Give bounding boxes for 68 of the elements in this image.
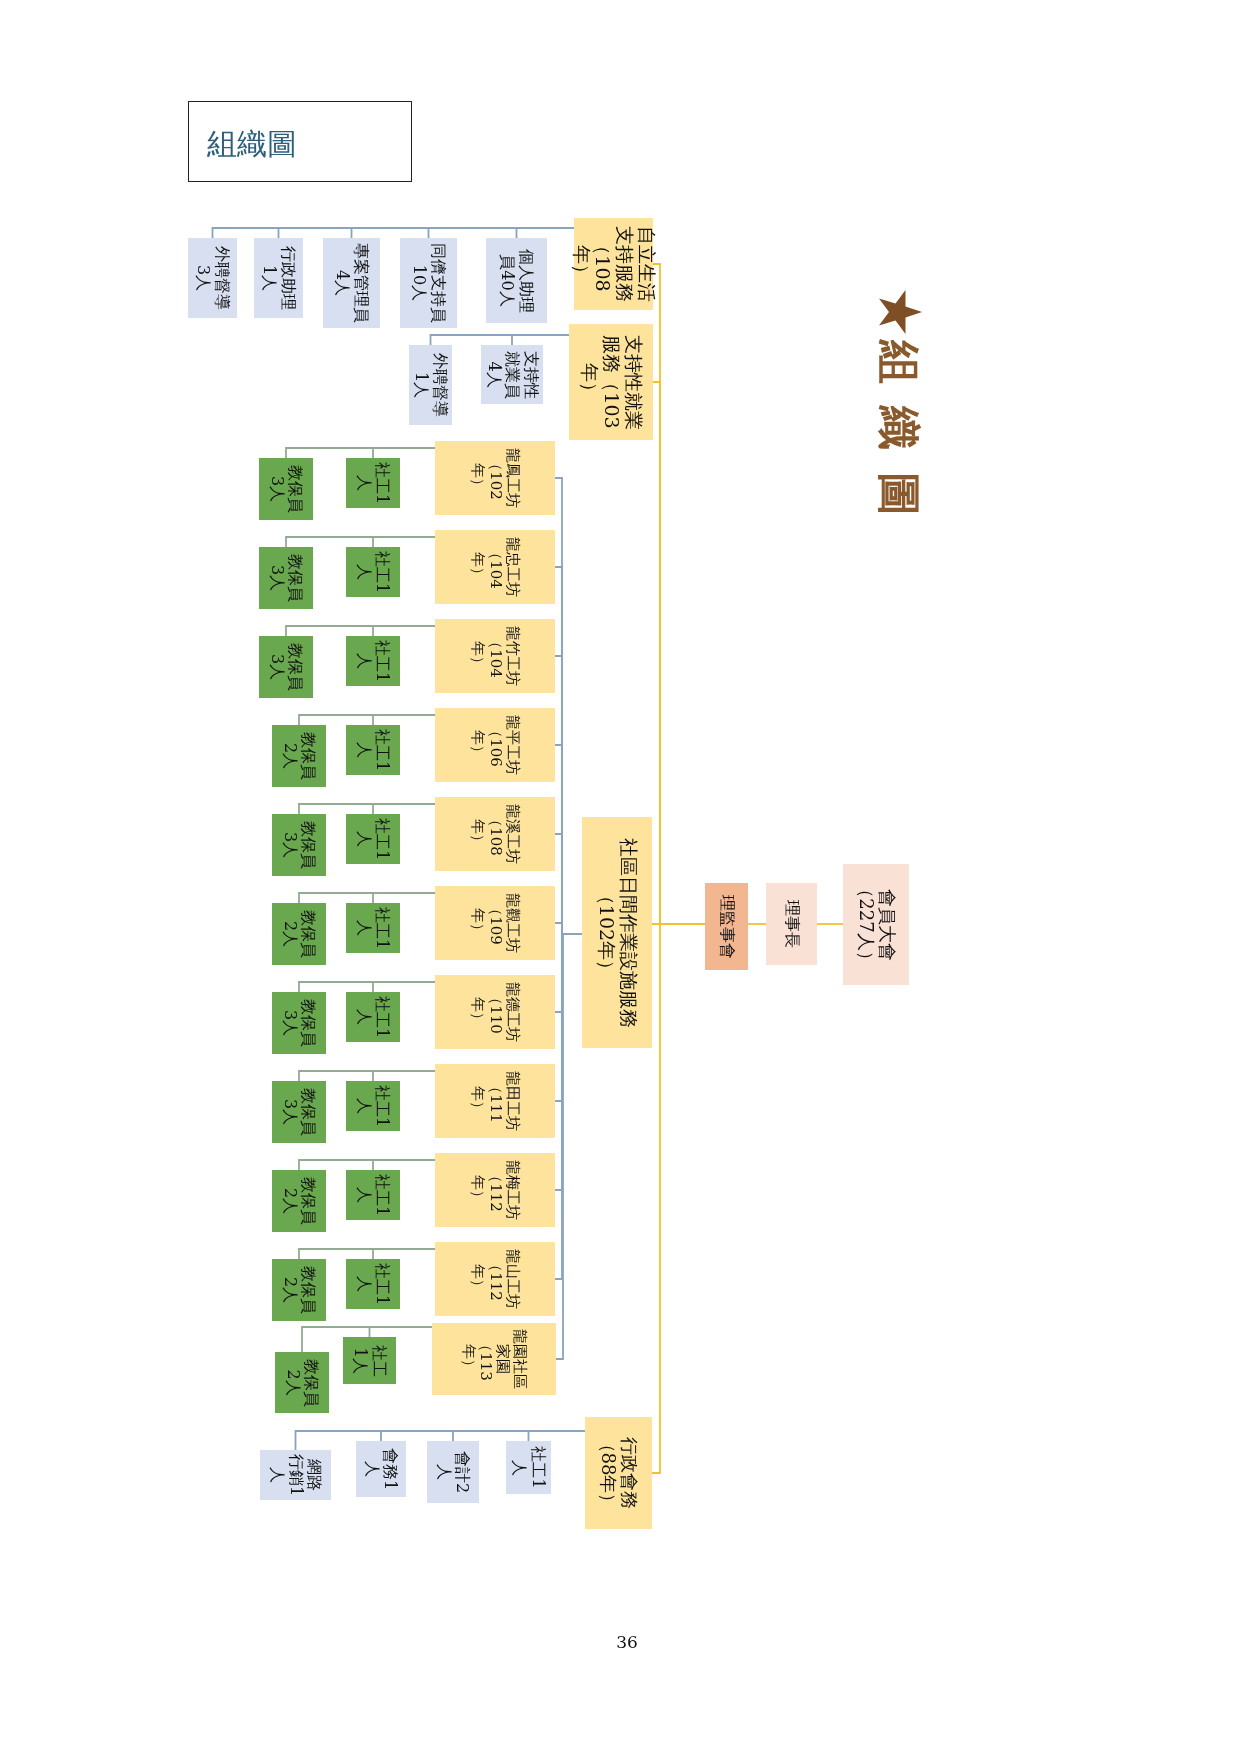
staff-box: 社工1人 — [343, 1337, 396, 1384]
unit-box: 龍溪工坊（108年） — [435, 797, 555, 871]
staff-box: 社工1人 — [346, 1170, 400, 1220]
staff-box: 支持性就業員4人 — [481, 345, 543, 404]
connector-line — [429, 334, 570, 346]
unit-box: 龍竹工坊（104年） — [435, 619, 555, 693]
staff-box: 教保員3人 — [259, 547, 313, 609]
unit-box: 龍忠工坊（104年） — [435, 530, 555, 604]
staff-box: 社工1人 — [346, 1081, 400, 1131]
staff-box: 同儕支持員10人 — [400, 238, 457, 328]
staff-box: 社工1人 — [346, 814, 400, 864]
connector-line — [301, 1326, 433, 1353]
staff-box: 教保員2人 — [272, 1259, 326, 1321]
staff-box: 專案管理員4人 — [323, 238, 380, 328]
connector-line — [298, 1159, 436, 1171]
unit-box: 龍鳳工坊（102年） — [435, 441, 555, 515]
staff-box: 會務1人 — [356, 1441, 406, 1497]
page-number: 36 — [615, 1632, 639, 1652]
staff-box: 會計2人 — [427, 1441, 479, 1503]
unit-box: 龍梅工坊（112年） — [435, 1153, 555, 1227]
connector-line — [298, 714, 436, 726]
unit-box: 龍山工坊（112年） — [435, 1242, 555, 1316]
connector-line — [285, 447, 436, 459]
staff-box: 社工1人 — [346, 1259, 400, 1309]
unit-box: 龍園社區家園（113年） — [432, 1323, 556, 1395]
unit-box: 社區日間作業設施服務（102年） — [582, 817, 652, 1048]
staff-box: 教保員3人 — [259, 636, 313, 698]
unit-box: 行政會務（88年） — [585, 1417, 652, 1529]
connector-line — [298, 1070, 436, 1082]
unit-box: 理事長 — [766, 883, 817, 965]
staff-box: 教保員3人 — [259, 458, 313, 520]
staff-box: 社工1人 — [346, 636, 400, 686]
connector-line — [298, 981, 436, 993]
connector-line — [298, 803, 436, 815]
connector-line — [747, 923, 767, 925]
staff-box: 社工1人 — [506, 1441, 551, 1494]
heading-box: 組織圖 — [188, 101, 412, 182]
staff-box: 教保員2人 — [275, 1352, 329, 1413]
unit-box: 龍平工坊（106年） — [435, 708, 555, 782]
staff-box: 教保員3人 — [272, 1081, 326, 1143]
staff-box: 社工1人 — [346, 725, 400, 775]
staff-box: 外聘督導3人 — [188, 238, 237, 318]
staff-box: 教保員3人 — [272, 814, 326, 876]
staff-box: 教保員2人 — [272, 1170, 326, 1232]
staff-box: 社工1人 — [346, 992, 400, 1042]
unit-box: 會員大會（227人） — [843, 864, 909, 985]
connector-line — [816, 923, 844, 925]
unit-box: 支持性就業服務（103年） — [569, 324, 653, 440]
unit-box: 龍德工坊（110年） — [435, 975, 555, 1049]
unit-box: 理監事會 — [705, 883, 748, 970]
staff-box: 網路行銷1人 — [260, 1450, 331, 1500]
page-heading: 組織圖 — [873, 340, 925, 538]
staff-box: 教保員3人 — [272, 992, 326, 1054]
staff-box: 行政助理1人 — [254, 238, 303, 318]
staff-box: 教保員2人 — [272, 725, 326, 787]
staff-box: 個人助理員40人 — [486, 238, 547, 323]
staff-box: 外聘督導1人 — [409, 345, 452, 425]
staff-box: 社工1人 — [346, 458, 400, 508]
connector-line — [298, 892, 436, 904]
connector-line — [294, 1430, 586, 1451]
unit-box: 龍觀工坊（109年） — [435, 886, 555, 960]
connector-line — [298, 1248, 436, 1260]
unit-box: 龍田工坊（111年） — [435, 1064, 555, 1138]
connector-line — [285, 625, 436, 637]
staff-box: 社工1人 — [346, 547, 400, 597]
connector-line — [285, 536, 436, 548]
staff-box: 教保員2人 — [272, 903, 326, 965]
staff-box: 社工1人 — [346, 903, 400, 953]
